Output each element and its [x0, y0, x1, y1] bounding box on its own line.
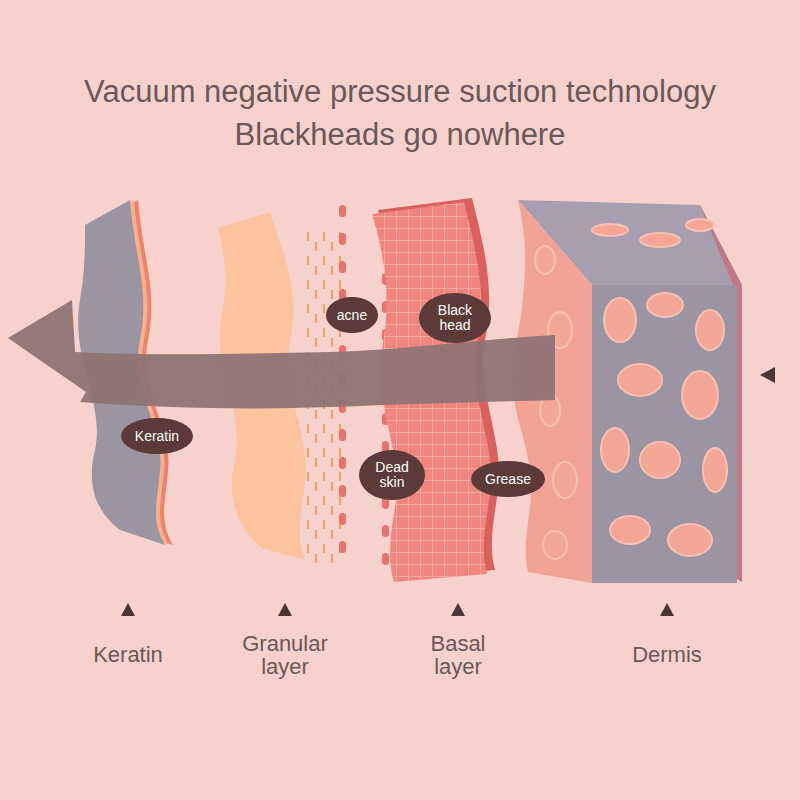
callout-text: acne: [337, 308, 367, 323]
title: Vacuum negative pressure suction technol…: [20, 70, 780, 156]
callout-ellipse: Dead skin: [359, 450, 425, 501]
callout-ellipse: acne: [326, 297, 379, 333]
layer-label: Keratin: [93, 643, 163, 666]
callout-text: Black head: [433, 303, 477, 333]
callout-text: Dead skin: [372, 460, 412, 490]
callout-ellipse: Black head: [419, 293, 490, 344]
layer-label: Granular layer: [220, 632, 350, 678]
callout-text: Keratin: [135, 429, 179, 444]
layer-label: Dermis: [632, 643, 702, 666]
callout-text: Grease: [485, 472, 531, 487]
layer-label: Basal layer: [408, 632, 508, 678]
pointer-triangles: [121, 367, 775, 616]
callout-ellipse: Grease: [471, 461, 545, 497]
callout-ellipse: Keratin: [121, 418, 193, 454]
